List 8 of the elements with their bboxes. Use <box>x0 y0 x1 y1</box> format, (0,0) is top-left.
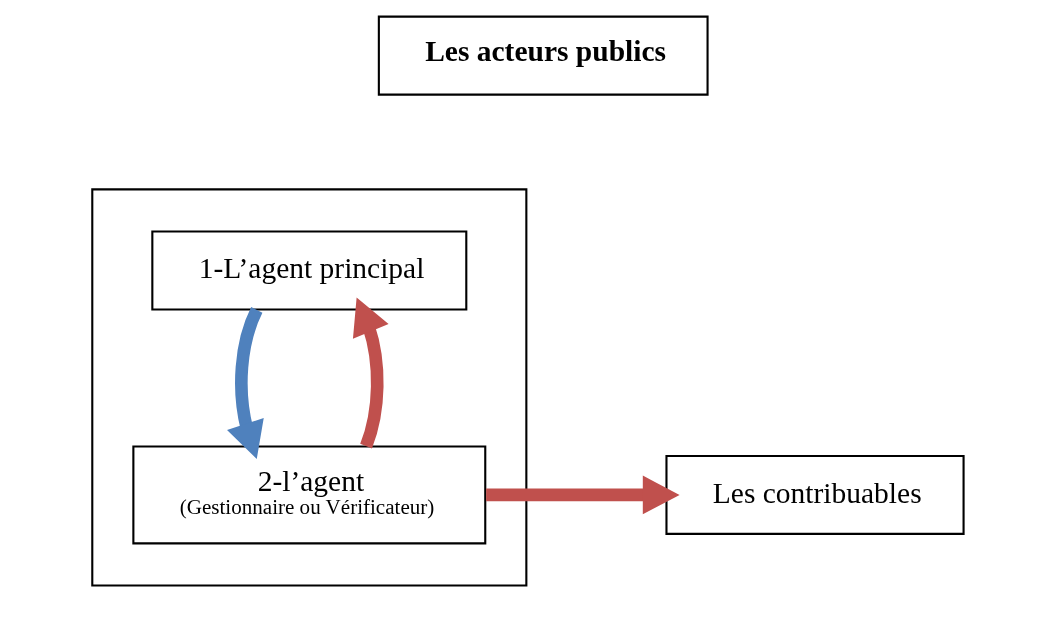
node-box: 2-l’agent (Gestionnaire ou Vérificateur) <box>132 445 487 545</box>
node-box: 1-L’agent principal <box>151 230 468 311</box>
arrow <box>486 475 680 515</box>
cluster <box>91 188 528 587</box>
arrow <box>227 307 264 459</box>
node-box: Les acteurs publics <box>377 15 709 96</box>
node-box: Les contribuables <box>665 454 965 535</box>
arrow <box>352 297 389 449</box>
